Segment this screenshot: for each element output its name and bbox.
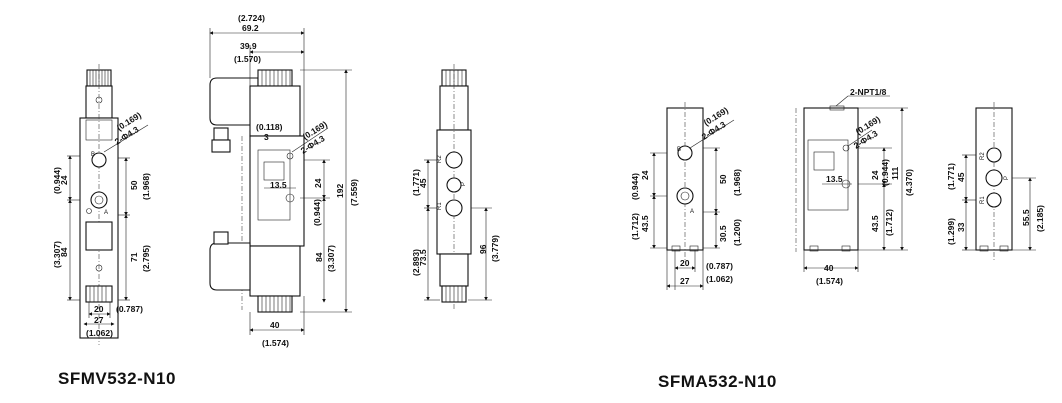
sfmv-front-50: 50 bbox=[129, 180, 139, 190]
sfmv-side-135: 13.5 bbox=[270, 180, 287, 190]
model-title-sfma532: SFMA532-N10 bbox=[658, 372, 777, 391]
sfma-rear-view: R2 P R1 (1.771) 45 (1.299) 33 55.5 (2.18… bbox=[946, 102, 1045, 262]
sfmv-side-40-inch: (1.574) bbox=[262, 338, 289, 348]
sfma-front-27-inch: (1.062) bbox=[706, 274, 733, 284]
sfmv-side-40: 40 bbox=[270, 320, 280, 330]
sfma-side-111-inch: (4.370) bbox=[904, 169, 914, 196]
sfmv-front-view: B A (0.169) 2-Φ4.3 (0.944) 24 50 (1.968) bbox=[52, 64, 151, 345]
sfmv-rear-45-inch: (1.771) bbox=[411, 169, 421, 196]
model-title-sfmv532: SFMV532-N10 bbox=[58, 369, 176, 388]
sfma-front-305: 30.5 bbox=[718, 225, 728, 242]
sfmv-front-27-inch: (1.062) bbox=[86, 328, 113, 338]
sfmv-front-50-inch: (1.968) bbox=[141, 173, 151, 200]
sfma-side-24: 24 bbox=[870, 170, 880, 180]
sfmv-front-20: 20 bbox=[94, 304, 104, 314]
sfma-side-view: 2-NPT1/8 (0.169) 2-Φ4.3 13.5 24 (0.944) … bbox=[795, 87, 914, 286]
a-port-a-mark: A bbox=[690, 209, 694, 215]
sfmv-front-20-inch: (0.787) bbox=[116, 304, 143, 314]
sfmv-rear-735-inch: (2.893) bbox=[411, 249, 421, 276]
port-b-mark: B bbox=[91, 152, 95, 158]
sfma-rear-555-inch: (2.185) bbox=[1035, 205, 1045, 232]
sfma-front-24-inch: (0.944) bbox=[630, 173, 640, 200]
sfmv-side-399-inch: (1.570) bbox=[234, 54, 261, 64]
sfmv-side-top-inch: (2.724) bbox=[238, 13, 265, 23]
sfma-front-24: 24 bbox=[640, 170, 650, 180]
sfmv-side-399: 39.9 bbox=[240, 41, 257, 51]
sfma-rear-45-inch: (1.771) bbox=[946, 163, 956, 190]
sfma-side-40: 40 bbox=[824, 263, 834, 273]
sfma-side-40-inch: (1.574) bbox=[816, 276, 843, 286]
sfma-side-npt: 2-NPT1/8 bbox=[850, 87, 887, 97]
sfmv-side-84-inch: (3.307) bbox=[326, 245, 336, 272]
sfma-front-50-inch: (1.968) bbox=[732, 169, 742, 196]
sfmv-side-24: 24 bbox=[313, 178, 323, 188]
sfma-front-50: 50 bbox=[718, 174, 728, 184]
sfma-front-view: B A (0.169) 2-Φ4.3 (0.944) 24 (1.712) 43… bbox=[630, 102, 742, 290]
sfma-rear-45: 45 bbox=[956, 172, 966, 182]
sfmv-front-71: 71 bbox=[129, 252, 139, 262]
sfma-side-435: 43.5 bbox=[870, 215, 880, 232]
sfma-front-20-inch: (0.787) bbox=[706, 261, 733, 271]
sfmv-front-27: 27 bbox=[94, 315, 104, 325]
sfmv-rear-735: 73.5 bbox=[418, 249, 428, 266]
sfmv-rear-view: R2 P R1 (1.771) 45 (2.893) 73.5 96 (3.77… bbox=[411, 64, 500, 310]
port-a-mark: A bbox=[104, 210, 108, 216]
a-port-r1-mark: R1 bbox=[980, 196, 986, 204]
sfma-side-135: 13.5 bbox=[826, 174, 843, 184]
port-p-mark: P bbox=[461, 182, 467, 186]
sfmv-front-84: 84 bbox=[59, 247, 69, 257]
sfma-front-20: 20 bbox=[680, 258, 690, 268]
sfmv-side-view: (2.724) 69.2 39.9 (1.570) (0.118) 3 (0.1… bbox=[209, 13, 359, 348]
sfmv-side-192: 192 bbox=[335, 184, 345, 198]
port-r1-mark: R1 bbox=[437, 202, 443, 210]
sfma-side-24-inch: (0.944) bbox=[880, 159, 890, 186]
sfmv-rear-96: 96 bbox=[478, 244, 488, 254]
sfmv-side-top: 69.2 bbox=[242, 23, 259, 33]
sfmv-side-84: 84 bbox=[314, 252, 324, 262]
sfma-rear-33-inch: (1.299) bbox=[946, 218, 956, 245]
sfmv-side-192-inch: (7.559) bbox=[349, 179, 359, 206]
sfma-side-435-inch: (1.712) bbox=[884, 209, 894, 236]
sfmv-side-3: 3 bbox=[264, 132, 269, 142]
sfmv-front-24-inch: (0.944) bbox=[52, 167, 62, 194]
sfmv-side-3-inch: (0.118) bbox=[256, 122, 283, 132]
sfmv-rear-45: 45 bbox=[418, 178, 428, 188]
sfmv-front-84-inch: (3.307) bbox=[52, 241, 62, 268]
sfmv-side-24-inch: (0.944) bbox=[312, 199, 322, 226]
sfmv-rear-96-inch: (3.779) bbox=[490, 235, 500, 262]
a-port-p-mark: P bbox=[1004, 176, 1010, 180]
sfmv-front-24: 24 bbox=[59, 175, 69, 185]
sfma-rear-33: 33 bbox=[956, 222, 966, 232]
sfma-front-435: 43.5 bbox=[640, 215, 650, 232]
sfma-rear-555: 55.5 bbox=[1021, 209, 1031, 226]
a-port-b-mark: B bbox=[677, 147, 681, 153]
sfmv-front-71-inch: (2.795) bbox=[141, 245, 151, 272]
a-port-r2-mark: R2 bbox=[980, 152, 986, 160]
sfma-side-111: 111 bbox=[890, 166, 900, 180]
port-r2-mark: R2 bbox=[437, 155, 443, 163]
sfma-front-27: 27 bbox=[680, 276, 690, 286]
sfma-front-435-inch: (1.712) bbox=[630, 213, 640, 240]
sfma-front-305-inch: (1.200) bbox=[732, 219, 742, 246]
